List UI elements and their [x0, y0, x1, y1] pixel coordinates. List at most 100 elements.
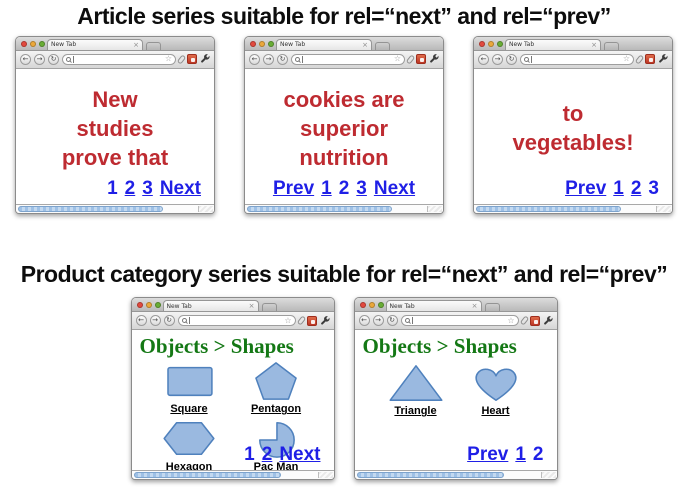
back-button[interactable]: ←	[478, 53, 489, 65]
close-window-button[interactable]	[250, 40, 256, 47]
forward-button[interactable]: →	[372, 315, 384, 327]
address-bar[interactable]: ☆	[400, 315, 519, 327]
pagination-link-2[interactable]: 2	[261, 444, 273, 466]
extension-clip-icon[interactable]	[519, 315, 529, 326]
heart-label-link[interactable]: Heart	[481, 405, 510, 418]
hexagon-label-link[interactable]: Hexagon	[165, 461, 213, 471]
minimize-window-button[interactable]	[259, 40, 265, 47]
reload-button[interactable]: ↻	[48, 53, 59, 65]
wrench-menu-icon[interactable]	[543, 315, 553, 326]
wrench-menu-icon[interactable]	[429, 54, 439, 64]
new-tab-button[interactable]	[604, 41, 619, 50]
bookmark-star-icon[interactable]: ☆	[622, 54, 630, 64]
resize-grip[interactable]	[656, 205, 671, 212]
reload-button[interactable]: ↻	[163, 315, 175, 327]
tab-close-icon[interactable]: ×	[133, 40, 139, 49]
pentagon-label-link[interactable]: Pentagon	[250, 403, 302, 416]
pagination-link-1[interactable]: 1	[515, 444, 526, 466]
reload-button[interactable]: ↻	[386, 315, 398, 327]
forward-button[interactable]: →	[34, 53, 45, 65]
pagination-link-3[interactable]: 3	[142, 177, 153, 199]
tab-close-icon[interactable]: ×	[591, 40, 597, 49]
square-label-link[interactable]: Square	[170, 403, 208, 416]
bookmark-star-icon[interactable]: ☆	[164, 54, 172, 64]
browser-tab[interactable]: New Tab ×	[47, 38, 143, 50]
triangle-label-link[interactable]: Triangle	[394, 405, 437, 418]
minimize-window-button[interactable]	[488, 40, 494, 47]
reload-button[interactable]: ↻	[277, 53, 288, 65]
scrollbar-thumb[interactable]	[247, 205, 392, 212]
bookmark-star-icon[interactable]: ☆	[393, 54, 401, 64]
horizontal-scrollbar[interactable]	[16, 203, 214, 213]
pagination-link-prev[interactable]: Prev	[565, 177, 607, 199]
extension-clip-icon[interactable]	[176, 54, 187, 65]
pagination-link-1[interactable]: 1	[613, 177, 624, 199]
horizontal-scrollbar[interactable]	[354, 470, 557, 480]
new-tab-button[interactable]	[146, 41, 161, 50]
zoom-window-button[interactable]	[377, 302, 384, 309]
pagination-link-next[interactable]: Next	[373, 177, 416, 199]
pacman-label-link[interactable]: Pac Man	[253, 461, 299, 471]
address-bar[interactable]: ☆	[62, 53, 176, 65]
pagination-link-2[interactable]: 2	[630, 177, 642, 199]
zoom-window-button[interactable]	[268, 40, 274, 47]
resize-grip[interactable]	[198, 205, 213, 212]
zoom-window-button[interactable]	[497, 40, 503, 47]
back-button[interactable]: ←	[20, 53, 31, 65]
bookmark-star-icon[interactable]: ☆	[507, 315, 515, 325]
pagination-link-1[interactable]: 1	[321, 177, 332, 199]
address-bar[interactable]: ☆	[520, 53, 634, 65]
close-window-button[interactable]	[359, 302, 366, 309]
resize-grip[interactable]	[540, 472, 556, 479]
pagination-link-next[interactable]: Next	[279, 444, 321, 466]
address-bar[interactable]: ☆	[177, 315, 296, 327]
back-button[interactable]: ←	[135, 315, 147, 327]
resize-grip[interactable]	[427, 205, 442, 212]
forward-button[interactable]: →	[149, 315, 161, 327]
extension-clip-icon[interactable]	[405, 54, 416, 65]
minimize-window-button[interactable]	[368, 302, 375, 309]
pagination-link-next[interactable]: Next	[159, 177, 201, 199]
close-window-button[interactable]	[21, 40, 27, 47]
address-bar[interactable]: ☆	[291, 53, 405, 65]
horizontal-scrollbar[interactable]	[131, 470, 334, 480]
extension-clip-icon[interactable]	[634, 54, 645, 65]
scrollbar-thumb[interactable]	[356, 472, 504, 479]
horizontal-scrollbar[interactable]	[474, 203, 672, 213]
extension-badge-icon[interactable]	[306, 315, 317, 326]
scrollbar-thumb[interactable]	[18, 205, 163, 212]
pagination-link-prev[interactable]: Prev	[467, 444, 509, 466]
back-button[interactable]: ←	[249, 53, 260, 65]
pagination-link-prev[interactable]: Prev	[272, 177, 315, 199]
browser-tab[interactable]: New Tab ×	[162, 300, 259, 312]
tab-close-icon[interactable]: ×	[248, 302, 255, 311]
extension-badge-icon[interactable]	[529, 315, 540, 326]
pagination-link-2[interactable]: 2	[124, 177, 136, 199]
pagination-link-3[interactable]: 3	[356, 177, 367, 199]
forward-button[interactable]: →	[492, 53, 503, 65]
extension-badge-icon[interactable]	[645, 54, 655, 65]
extension-clip-icon[interactable]	[296, 315, 306, 326]
wrench-menu-icon[interactable]	[658, 54, 668, 64]
minimize-window-button[interactable]	[30, 40, 36, 47]
new-tab-button[interactable]	[261, 303, 277, 312]
tab-close-icon[interactable]: ×	[471, 302, 478, 311]
new-tab-button[interactable]	[375, 41, 390, 50]
reload-button[interactable]: ↻	[506, 53, 517, 65]
browser-tab[interactable]: New Tab ×	[385, 300, 482, 312]
extension-badge-icon[interactable]	[187, 54, 197, 65]
close-window-button[interactable]	[136, 302, 143, 309]
tab-close-icon[interactable]: ×	[362, 40, 368, 49]
forward-button[interactable]: →	[263, 53, 274, 65]
minimize-window-button[interactable]	[145, 302, 152, 309]
zoom-window-button[interactable]	[39, 40, 45, 47]
resize-grip[interactable]	[317, 472, 333, 479]
browser-tab[interactable]: New Tab ×	[276, 38, 372, 50]
wrench-menu-icon[interactable]	[200, 54, 210, 64]
browser-tab[interactable]: New Tab ×	[505, 38, 601, 50]
bookmark-star-icon[interactable]: ☆	[284, 315, 292, 325]
extension-badge-icon[interactable]	[416, 54, 426, 65]
new-tab-button[interactable]	[484, 303, 500, 312]
scrollbar-thumb[interactable]	[476, 205, 621, 212]
scrollbar-thumb[interactable]	[133, 472, 281, 479]
